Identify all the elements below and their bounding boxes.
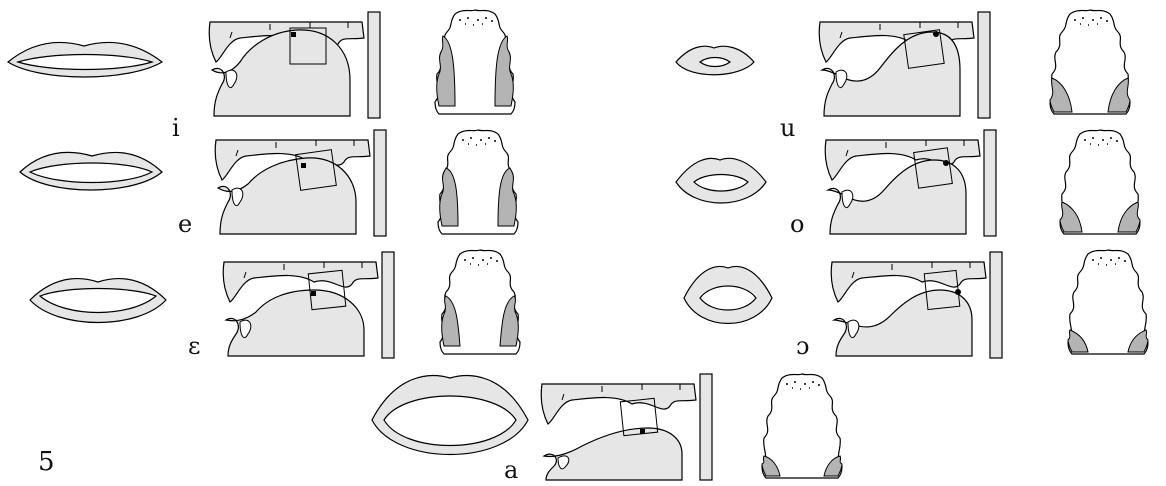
lips-front-view <box>676 46 754 75</box>
vowel-row-a: a <box>372 374 842 484</box>
vowel-label: i <box>172 114 180 142</box>
lips-front-view <box>30 279 166 323</box>
vowel-label: u <box>780 114 795 142</box>
vowel-row-u: u <box>676 10 1130 142</box>
vowel-label: o <box>790 210 804 238</box>
tongue-point-marker <box>311 291 316 296</box>
palate-contact-view <box>435 10 515 114</box>
vowel-row-open-o: ɔ <box>684 250 1148 360</box>
tongue-point-marker <box>943 160 949 166</box>
sagittal-profile <box>825 130 996 236</box>
tongue-point-marker <box>933 31 939 37</box>
vowel-row-e: e <box>20 130 518 238</box>
sagittal-profile <box>541 374 712 480</box>
palate-contact-view <box>1060 130 1140 234</box>
sagittal-profile <box>223 252 394 358</box>
vowel-label: e <box>178 210 192 238</box>
sagittal-profile <box>819 12 990 118</box>
palate-contact-view <box>440 250 520 354</box>
sagittal-profile <box>831 252 1002 358</box>
tongue-shape <box>544 428 682 480</box>
lips-front-view <box>8 42 162 77</box>
vowel-row-i: i <box>8 10 515 142</box>
palate-contact-view <box>1050 10 1130 114</box>
lips-front-view <box>684 266 772 323</box>
lips-front-view <box>676 158 766 203</box>
palate-contact-view <box>762 374 842 478</box>
lips-front-view <box>372 376 528 455</box>
vowel-row-epsilon: ɛ <box>30 250 520 360</box>
vowel-label: a <box>504 456 518 484</box>
sagittal-profile <box>215 130 386 236</box>
palate-contact-view <box>1068 250 1148 354</box>
tongue-point-marker <box>640 429 645 434</box>
figure-number: 5 <box>38 447 55 477</box>
tongue-point-marker <box>955 289 961 295</box>
vowel-label: ɛ <box>188 332 200 360</box>
lips-front-view <box>20 152 162 190</box>
sagittal-profile <box>209 12 380 118</box>
palate-contact-view <box>438 130 518 234</box>
vowel-row-o: o <box>676 130 1140 238</box>
tongue-point-marker <box>301 163 306 168</box>
tongue-point-marker <box>291 32 296 37</box>
vowel-label: ɔ <box>796 332 809 360</box>
